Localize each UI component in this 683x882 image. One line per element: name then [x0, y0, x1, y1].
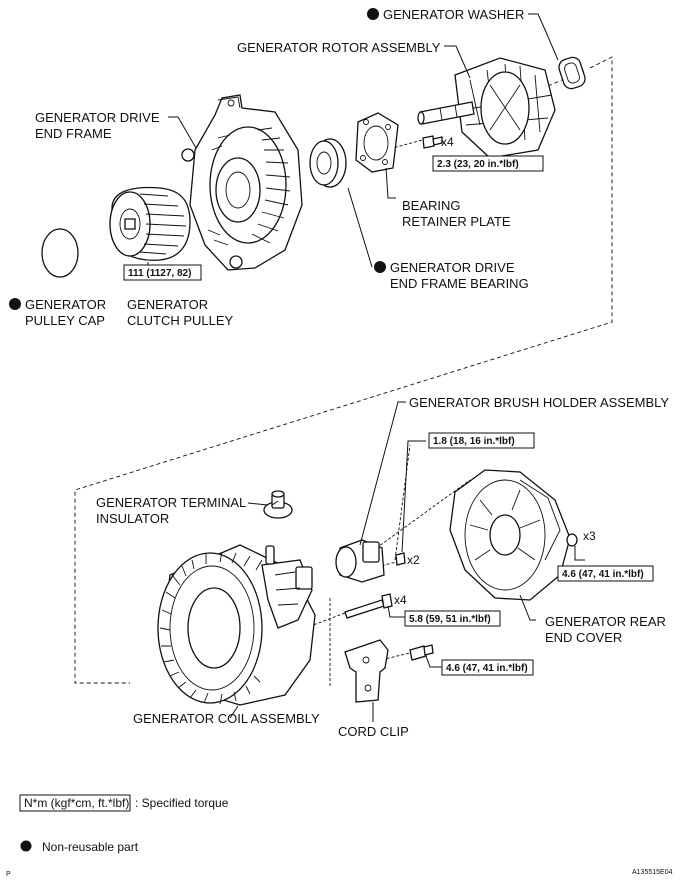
label-drive-end-bearing-1: GENERATOR DRIVE [390, 260, 515, 275]
label-drive-end-bearing-2: END FRAME BEARING [390, 276, 529, 291]
label-bearing-retainer-2: RETAINER PLATE [402, 214, 511, 229]
brush-holder-screw [395, 552, 406, 566]
label-generator-washer: GENERATOR WASHER [383, 7, 524, 22]
legend-torque-unit: N*m (kgf*cm, ft.*lbf) [24, 796, 129, 810]
label-clutch-pulley-1: GENERATOR [127, 297, 208, 312]
label-pulley-cap-2: PULLEY CAP [25, 313, 105, 328]
generator-rear-end-cover [449, 469, 571, 601]
generator-coil-assembly [157, 544, 316, 706]
corner-mark-left: P [6, 871, 11, 878]
qty-rotor-bolts: x4 [441, 135, 454, 149]
torque-box-cord-clip [441, 659, 534, 676]
legend: N*m (kgf*cm, ft.*lbf) : Specified torque… [19, 794, 229, 854]
torque-rotor-bolts: 2.3 (23, 20 in.*lbf) [437, 159, 519, 170]
torque-pulley: 111 (1127, 82) [128, 268, 191, 279]
generator-washer [558, 56, 586, 90]
drive-end-frame-bearing [309, 138, 347, 188]
label-rotor-assembly: GENERATOR ROTOR ASSEMBLY [237, 40, 441, 55]
generator-pulley-cap [41, 228, 79, 278]
legend-nonreusable-marker [20, 840, 32, 852]
cord-clip [344, 639, 389, 703]
nonreusable-marker-washer [367, 8, 379, 20]
torque-coil-bolts: 5.8 (59, 51 in.*lbf) [409, 614, 491, 625]
label-cord-clip: CORD CLIP [338, 724, 409, 739]
rotor-bolt [422, 135, 443, 149]
bearing-retainer-plate [355, 112, 399, 173]
label-brush-holder: GENERATOR BRUSH HOLDER ASSEMBLY [409, 395, 669, 410]
cord-clip-bolt [409, 644, 434, 661]
nonreusable-marker-bearing [374, 261, 386, 273]
legend-torque-box [19, 794, 131, 812]
label-pulley-cap-1: GENERATOR [25, 297, 106, 312]
corner-mark-right: A135515E04 [632, 869, 673, 876]
label-terminal-insulator-1: GENERATOR TERMINAL [96, 495, 246, 510]
label-coil-assembly: GENERATOR COIL ASSEMBLY [133, 711, 320, 726]
torque-box-brush-holder [428, 432, 535, 449]
torque-box-rear-cover-nuts [557, 565, 654, 582]
leader-lines [147, 13, 585, 722]
generator-rotor-assembly [417, 57, 556, 159]
torque-rear-cover-nuts: 4.6 (47, 41 in.*lbf) [562, 569, 644, 580]
qty-coil-bolts: x4 [394, 593, 407, 607]
label-bearing-retainer-1: BEARING [402, 198, 461, 213]
generator-drive-end-frame [181, 94, 303, 271]
label-terminal-insulator-2: INSULATOR [96, 511, 169, 526]
nonreusable-marker-pulley-cap [9, 298, 21, 310]
qty-brush-holder-screws: x2 [407, 553, 420, 567]
torque-box-rotor-bolts [432, 155, 544, 172]
rear-cover-nut [566, 533, 578, 547]
label-rear-end-cover-2: END COVER [545, 630, 622, 645]
labels: GENERATOR WASHER GENERATOR ROTOR ASSEMBL… [9, 7, 669, 739]
label-drive-end-frame-2: END FRAME [35, 126, 112, 141]
torque-brush-holder: 1.8 (18, 16 in.*lbf) [433, 436, 515, 447]
legend-nonreusable-text: Non-reusable part [42, 840, 139, 854]
torque-box-pulley [123, 264, 202, 281]
generator-clutch-pulley [109, 186, 191, 261]
legend-torque-text: : Specified torque [135, 796, 229, 810]
label-rear-end-cover-1: GENERATOR REAR [545, 614, 666, 629]
qty-rear-cover-nuts: x3 [583, 529, 596, 543]
torque-specs: x4 2.3 (23, 20 in.*lbf) 111 (1127, 82) 1… [123, 135, 654, 676]
generator-terminal-insulator [263, 490, 293, 519]
generator-brush-holder-assembly [335, 539, 385, 583]
label-clutch-pulley-2: CLUTCH PULLEY [127, 313, 234, 328]
torque-cord-clip: 4.6 (47, 41 in.*lbf) [446, 663, 528, 674]
label-drive-end-frame-1: GENERATOR DRIVE [35, 110, 160, 125]
coil-assembly-bolt [344, 593, 393, 619]
torque-box-coil-bolts [404, 610, 501, 627]
